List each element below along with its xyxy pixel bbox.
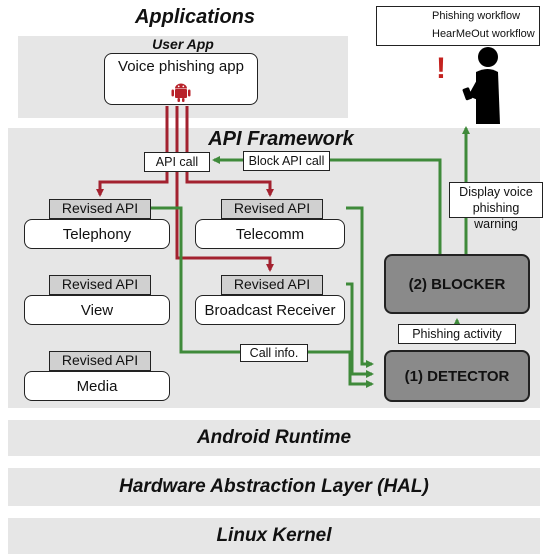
block-api-call-label: Block API call (243, 151, 330, 171)
module-telecomm: Telecomm (195, 219, 345, 249)
hal-layer: Hardware Abstraction Layer (HAL) (8, 468, 540, 506)
legend (376, 6, 540, 46)
voice-phishing-app: Voice phishing app (104, 53, 258, 105)
legend-hearmeout-label: HearMeOut workflow (432, 28, 535, 40)
android-icon (171, 83, 191, 102)
blocker-to-block-call (330, 158, 442, 254)
revised-api-broadcast: Revised API (221, 275, 323, 295)
call-info-label: Call info. (240, 344, 308, 362)
android-runtime-layer: Android Runtime (8, 420, 540, 456)
module-view: View (24, 295, 170, 325)
broadcast-to-detector (346, 282, 374, 378)
phishing-to-broadcast (175, 172, 274, 272)
warning-mark: ! (436, 52, 446, 85)
user-app-title: User App (152, 36, 214, 52)
revised-api-telephony: Revised API (49, 199, 151, 219)
legend-phishing-label: Phishing workflow (432, 10, 521, 22)
revised-api-telecomm: Revised API (221, 199, 323, 219)
module-broadcast-receiver: Broadcast Receiver (195, 295, 345, 325)
detector-box: (1) DETECTOR (384, 350, 530, 402)
voice-phishing-app-label: Voice phishing app (118, 58, 244, 75)
phishing-to-telecomm (185, 172, 274, 197)
module-media: Media (24, 371, 170, 401)
telephony-to-detector (150, 206, 240, 354)
blocker-box: (2) BLOCKER (384, 254, 530, 314)
linux-kernel-layer: Linux Kernel (8, 518, 540, 554)
revised-api-media: Revised API (49, 351, 151, 371)
revised-api-view: Revised API (49, 275, 151, 295)
telecomm-to-detector (346, 206, 374, 368)
call-info-to-detector (308, 350, 374, 388)
applications-title: Applications (134, 6, 255, 28)
module-telephony: Telephony (24, 219, 170, 249)
api-call-label: API call (144, 152, 210, 172)
api-framework-title: API Framework (208, 128, 354, 150)
phishing-to-telephony (96, 172, 169, 197)
person-with-phone-icon (462, 47, 500, 124)
display-warning-label: Display voice phishing warning (449, 182, 543, 231)
phishing-activity-label: Phishing activity (398, 324, 516, 344)
